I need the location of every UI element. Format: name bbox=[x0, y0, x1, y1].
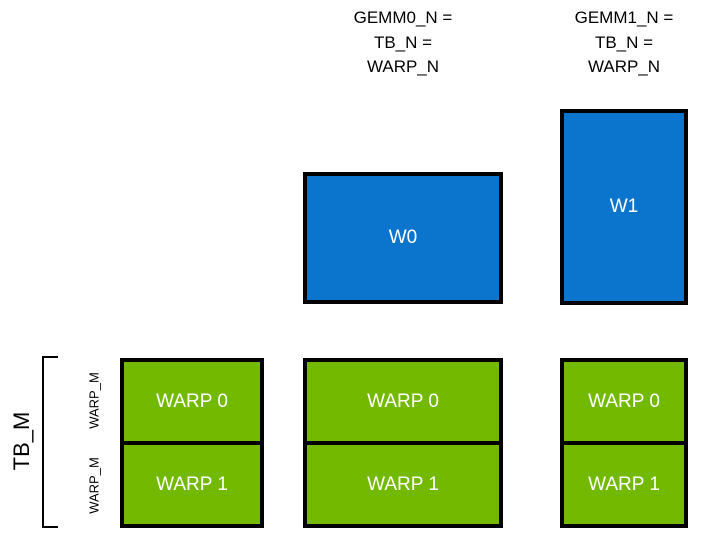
warp-tile-w1: W1 bbox=[560, 109, 688, 305]
warp-m-label-bottom: WARP_M bbox=[86, 457, 102, 514]
warp-tile-w0: W0 bbox=[303, 172, 503, 304]
warp-tile-w1-label: W1 bbox=[609, 196, 639, 217]
warp-block-cell: WARP 1 bbox=[124, 441, 260, 524]
warp-block-cell: WARP 0 bbox=[124, 362, 260, 441]
warp-column-2: WARP 0 WARP 1 bbox=[560, 358, 688, 528]
tb-m-label: TB_M bbox=[9, 411, 34, 471]
warp-block-cell: WARP 0 bbox=[564, 362, 684, 441]
warp-column-0: WARP 0 WARP 1 bbox=[120, 358, 264, 528]
tb-m-bracket bbox=[42, 356, 58, 528]
warp-tile-w0-label: W0 bbox=[388, 227, 418, 248]
column-header-gemm1: GEMM1_N = TB_N = WARP_N bbox=[574, 8, 674, 77]
column-header-gemm0: GEMM0_N = TB_N = WARP_N bbox=[353, 8, 453, 77]
warp-block-cell: WARP 1 bbox=[307, 441, 499, 524]
warp-block-cell: WARP 1 bbox=[564, 441, 684, 524]
warp-column-1: WARP 0 WARP 1 bbox=[303, 358, 503, 528]
warp-block-cell: WARP 0 bbox=[307, 362, 499, 441]
warp-m-label-top: WARP_M bbox=[86, 372, 102, 429]
